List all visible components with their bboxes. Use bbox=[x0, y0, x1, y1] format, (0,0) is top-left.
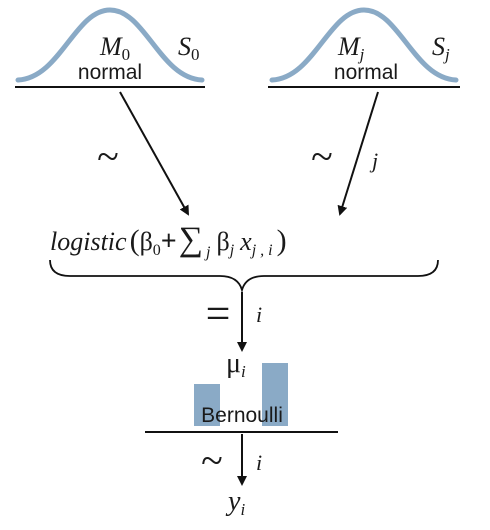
prior-j-dist-label: normal bbox=[334, 61, 398, 84]
prior-j-mean-symbol: M bbox=[337, 32, 361, 61]
prior-j-sd-label: Sj bbox=[432, 32, 450, 64]
normal-curve-j bbox=[269, 7, 459, 83]
x-symbol: x bbox=[239, 227, 252, 256]
beta-j-symbol: β bbox=[216, 227, 229, 256]
prior-0-sd-sub: 0 bbox=[191, 45, 200, 64]
bernoulli-bar-0 bbox=[194, 384, 220, 426]
prior-j-sd-sub: j bbox=[443, 45, 450, 64]
link-relation: = bbox=[206, 289, 231, 338]
mu-sub: i bbox=[241, 362, 246, 381]
prior-0-mean-label: M0 bbox=[99, 32, 130, 64]
outcome-symbol: y bbox=[225, 486, 241, 517]
prior-j-block: normal Mj Sj bbox=[268, 7, 460, 88]
prior-j-sd-symbol: S bbox=[432, 32, 445, 61]
prior-j-mean-label: Mj bbox=[337, 32, 365, 64]
prior-0-relation: ~ bbox=[97, 134, 119, 179]
outcome-sub: i bbox=[240, 500, 245, 519]
prior-0-sd-label: S0 bbox=[178, 32, 200, 64]
close-paren: ) bbox=[277, 224, 287, 257]
prior-0-dist-label: normal bbox=[78, 61, 142, 84]
likelihood-index: i bbox=[256, 450, 262, 475]
likelihood-relation: ~ bbox=[201, 438, 223, 483]
prior-j-mean-sub: j bbox=[358, 45, 365, 64]
outcome-label: yi bbox=[225, 486, 245, 519]
prior-0-mean-sub: 0 bbox=[122, 45, 131, 64]
prior-0-sd-symbol: S bbox=[178, 32, 191, 61]
mu-label: μi bbox=[226, 348, 246, 381]
mu-symbol: μ bbox=[226, 348, 241, 379]
beta-0-sub: 0 bbox=[153, 242, 161, 259]
arrow-prior-j-to-logistic bbox=[337, 91, 379, 216]
x-sub: j , i bbox=[250, 242, 273, 259]
sum-symbol: ∑ bbox=[179, 221, 203, 258]
arrow-prior-0-to-logistic bbox=[119, 91, 189, 216]
prior-0-mean-symbol: M bbox=[99, 32, 123, 61]
link-index: i bbox=[256, 302, 262, 327]
prior-0-block: normal M0 S0 bbox=[15, 7, 205, 88]
plus-sign: + bbox=[161, 226, 177, 257]
bernoulli-bar-1 bbox=[262, 363, 288, 426]
logistic-function-name: logistic bbox=[50, 227, 127, 256]
underbrace bbox=[49, 259, 439, 294]
prior-j-index: j bbox=[369, 148, 378, 173]
prior-j-relation: ~ bbox=[311, 134, 333, 179]
open-paren: ( bbox=[130, 224, 140, 257]
bernoulli-block: Bernoulli bbox=[145, 363, 338, 433]
sum-sub: j bbox=[204, 244, 211, 261]
bernoulli-dist-label: Bernoulli bbox=[201, 404, 283, 427]
beta-j-sub: j bbox=[228, 242, 235, 259]
normal-curve-0 bbox=[15, 7, 205, 83]
beta-0-symbol: β bbox=[140, 227, 153, 256]
